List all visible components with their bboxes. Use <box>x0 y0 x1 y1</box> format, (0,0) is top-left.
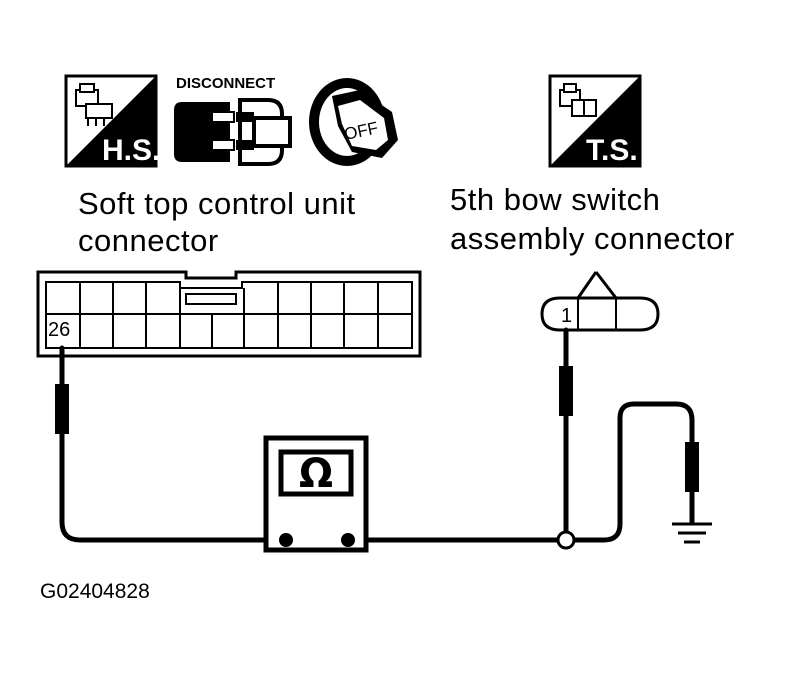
left-connector-label-line2: connector <box>78 223 219 258</box>
left-connector-label-line1: Soft top control unit <box>78 186 356 221</box>
right-pin-label: 1 <box>561 305 572 327</box>
left-pin-label: 26 <box>48 319 70 341</box>
ts-label: T.S. <box>586 134 638 167</box>
probe-handle-right <box>559 366 573 416</box>
right-connector-label-line1: 5th bow switch <box>450 182 660 217</box>
ohmmeter-icon: Ω <box>263 435 369 553</box>
fifth-bow-switch-connector: 1 <box>540 271 660 332</box>
harness-side-connector-icon: H.S. <box>64 74 160 168</box>
probe-wire-left <box>59 345 289 543</box>
junction-point <box>556 530 576 550</box>
probe-handle-ground <box>685 442 699 492</box>
soft-top-control-unit-connector: 26 <box>36 270 422 358</box>
ground-wire <box>563 401 695 543</box>
ground-symbol-icon <box>672 522 712 544</box>
ignition-key-off-icon: OFF <box>309 78 398 166</box>
right-connector-label-line2: assembly connector <box>450 221 735 256</box>
meter-terminal-left <box>279 533 293 547</box>
meter-terminal-right <box>341 533 355 547</box>
probe-handle-left <box>55 384 69 434</box>
hs-label: H.S. <box>102 134 160 167</box>
disconnect-connector-icon: DISCONNECT <box>174 75 292 166</box>
ohm-symbol: Ω <box>299 451 333 497</box>
figure-code: G02404828 <box>40 580 150 603</box>
disconnect-label: DISCONNECT <box>176 75 275 92</box>
probe-wire-right <box>345 327 569 543</box>
terminal-side-connector-icon: T.S. <box>548 74 642 168</box>
